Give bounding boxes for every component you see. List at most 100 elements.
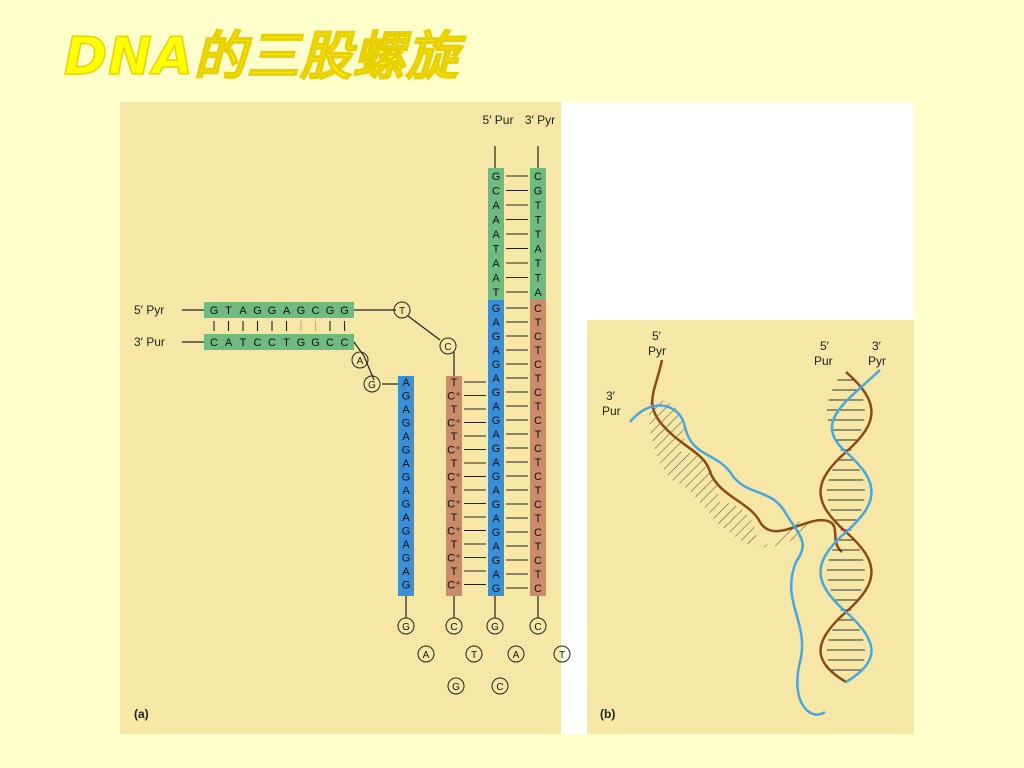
top-right-base: A xyxy=(534,287,542,299)
bottom-row2-circle-letter: A xyxy=(513,650,520,661)
bottom-row3-circle xyxy=(447,677,465,695)
outer-blue-base: G xyxy=(402,472,411,484)
loop-circle-t-letter: T xyxy=(399,306,405,317)
top-right-green-block xyxy=(530,168,546,300)
diagonal-strand-brown xyxy=(651,359,843,553)
bottom-row2-circle xyxy=(507,645,525,663)
side-bottom-base: C xyxy=(326,337,334,349)
loop-circle-g xyxy=(363,375,381,393)
outer-blue-base: G xyxy=(402,418,411,430)
inner-blue-base: A xyxy=(492,541,500,553)
inner-blue-base: A xyxy=(492,373,500,385)
side-bottom-base: T xyxy=(240,337,247,349)
outer-tan-base: C⁺ xyxy=(447,499,461,511)
loop-circle-c xyxy=(439,337,457,355)
loop-connector-side xyxy=(353,341,375,381)
side-top-base: G xyxy=(326,305,335,317)
bottom-row1-circle-letter: C xyxy=(450,622,457,633)
side-bottom-base: C xyxy=(210,337,218,349)
outer-tan-base: C⁺ xyxy=(447,418,461,430)
outer-blue-base: A xyxy=(402,539,410,551)
side-top-base: G xyxy=(268,305,277,317)
side-top-base: C xyxy=(312,305,320,317)
top-left-base: A xyxy=(492,215,500,227)
top-left-base: G xyxy=(492,171,501,183)
outer-blue-base: G xyxy=(402,580,411,592)
inner-tan-base: T xyxy=(535,401,542,413)
side-bottom-base: T xyxy=(283,337,290,349)
bottom-row3-circle-letter: G xyxy=(452,682,460,693)
side-bottom-base: C xyxy=(254,337,262,349)
inner-tan-base: C xyxy=(534,415,542,427)
bottom-row1-circle-letter: C xyxy=(534,622,541,633)
top-left-base: A xyxy=(492,200,500,212)
loop-circle-a xyxy=(351,351,369,369)
inner-blue-base: G xyxy=(492,387,501,399)
loop-circle-c-letter: C xyxy=(444,342,451,353)
outer-blue-base: G xyxy=(402,445,411,457)
slide-title: DNA的三股螺旋 xyxy=(63,26,459,88)
panel-a-label: (a) xyxy=(134,707,149,721)
inner-blue-base: A xyxy=(492,513,500,525)
panel-b-right-5: 5′ xyxy=(820,339,830,353)
top-right-base: T xyxy=(535,215,542,227)
inner-blue-base: A xyxy=(492,429,500,441)
outer-blue-base: A xyxy=(402,512,410,524)
inner-blue-base: A xyxy=(492,457,500,469)
outer-tan-base: T xyxy=(451,512,458,524)
side-top-base: A xyxy=(283,305,291,317)
top-left-base: A xyxy=(492,258,500,270)
inner-blue-base: G xyxy=(492,415,501,427)
bottom-row3-circle-letter: C xyxy=(496,682,503,693)
side-top-green-block xyxy=(204,302,354,318)
inner-tan-base: T xyxy=(535,373,542,385)
outer-blue-base: A xyxy=(402,458,410,470)
inner-tan-base: C xyxy=(534,303,542,315)
side-top-base: T xyxy=(225,305,232,317)
top-left-base: A xyxy=(492,273,500,285)
top-left-base: T xyxy=(493,287,500,299)
side-top-base: G xyxy=(297,305,306,317)
diagonal-duplex-hatch xyxy=(649,400,810,548)
panel-b-right-pyr: Pyr xyxy=(868,354,886,368)
inner-blue-base: A xyxy=(492,485,500,497)
panel-b-left-pyr: Pyr xyxy=(648,344,666,358)
inner-tan-base: T xyxy=(535,485,542,497)
outer-blue-column xyxy=(398,376,414,596)
top-left-label: 5′ Pur xyxy=(483,113,514,127)
inner-tan-base: T xyxy=(535,569,542,581)
inner-tan-base: C xyxy=(534,583,542,595)
inner-tan-base: C xyxy=(534,499,542,511)
inner-tan-base: C xyxy=(534,443,542,455)
inner-tan-base: C xyxy=(534,359,542,371)
side-bottom-base: A xyxy=(225,337,233,349)
outer-tan-column xyxy=(446,376,462,596)
side-bottom-green-block xyxy=(204,334,354,350)
panel-b-label: (b) xyxy=(600,707,615,721)
outer-tan-base: T xyxy=(451,485,458,497)
inner-tan-base: C xyxy=(534,471,542,483)
outer-tan-base: C⁺ xyxy=(447,391,461,403)
bottom-row2-circle-letter: T xyxy=(471,650,477,661)
side-bottom-base: C xyxy=(341,337,349,349)
outer-blue-base: A xyxy=(402,431,410,443)
bottom-row1-circle xyxy=(397,617,415,635)
panel-b-left-3: 3′ xyxy=(606,389,616,403)
inner-blue-base: G xyxy=(492,583,501,595)
top-right-base: T xyxy=(535,229,542,241)
top-right-base: G xyxy=(534,186,543,198)
inner-blue-base: A xyxy=(492,317,500,329)
top-right-label: 3′ Pyr xyxy=(525,113,555,127)
bottom-row2-circle-letter: T xyxy=(559,650,565,661)
outer-tan-base: T xyxy=(451,458,458,470)
top-left-base: T xyxy=(493,244,500,256)
inner-blue-base: G xyxy=(492,471,501,483)
inner-blue-base: G xyxy=(492,359,501,371)
loop-circle-a-letter: A xyxy=(357,356,364,367)
diagonal-strand-blue xyxy=(629,404,826,716)
outer-blue-base: G xyxy=(402,391,411,403)
